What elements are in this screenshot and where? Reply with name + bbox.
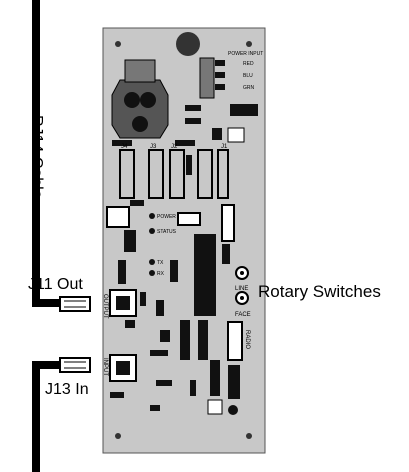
battery-holder <box>111 59 169 139</box>
header-j2 <box>169 149 192 199</box>
radio-connector <box>227 321 243 361</box>
rx-led <box>149 270 155 276</box>
input-text: INPUT <box>102 358 108 376</box>
j3-text: J3 <box>150 144 157 150</box>
header-j3 <box>148 149 164 199</box>
j11-out-label: J11 Out <box>28 276 83 293</box>
tx-led <box>149 259 155 265</box>
rj14-cable-label: RJ14 Cable <box>28 115 45 199</box>
power-led-text: POWER <box>157 214 176 220</box>
rj14-cable-in <box>32 361 62 472</box>
tx-led-text: TX <box>157 260 164 266</box>
face-text: FACE <box>235 312 251 318</box>
j11-plug <box>59 296 91 312</box>
radio-text: RADIO <box>244 330 250 349</box>
j1-text: J1 <box>221 144 228 150</box>
header-j4 <box>119 149 135 199</box>
output-text: OUTPUT <box>102 294 108 319</box>
rj14-cable-out <box>32 0 62 307</box>
wire-blu-text: BLU <box>243 73 253 79</box>
wire-red-text: RED <box>243 61 254 67</box>
rotary-switches-label: Rotary Switches <box>258 282 381 301</box>
power-led <box>149 213 155 219</box>
status-led <box>149 228 155 234</box>
main-ic <box>194 234 216 316</box>
wire-grn-text: GRN <box>243 85 255 91</box>
status-led-text: STATUS <box>157 229 177 235</box>
header-j1 <box>197 149 229 199</box>
line-text: LINE <box>235 286 248 292</box>
power-input-text: POWER INPUT <box>228 51 263 57</box>
j4-text: J4 <box>121 144 128 150</box>
j2-text: J2 <box>171 144 178 150</box>
jumper-block <box>106 206 130 228</box>
j13-plug <box>59 357 91 373</box>
rx-led-text: RX <box>157 271 165 277</box>
j13-in-label: J13 In <box>45 381 89 398</box>
capacitor <box>176 32 200 56</box>
power-input-block <box>199 57 258 143</box>
